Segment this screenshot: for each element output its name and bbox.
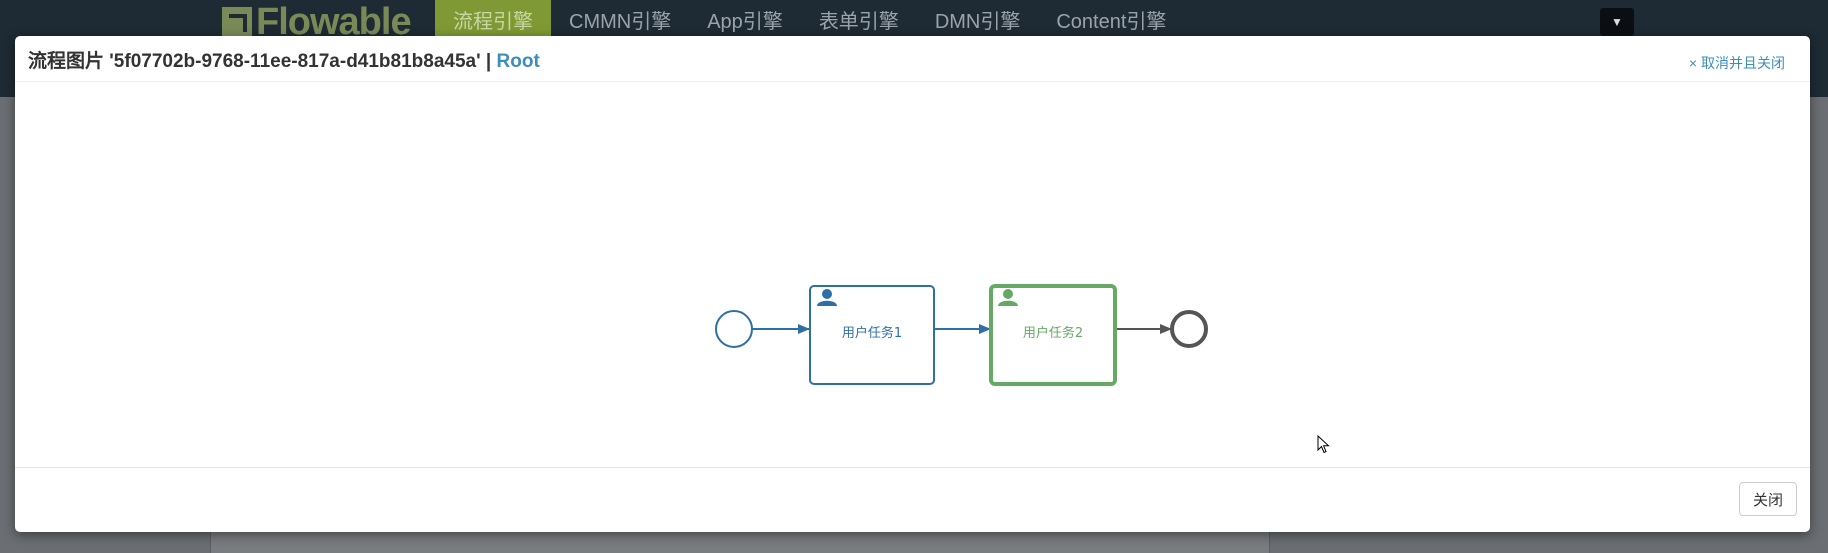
start-event[interactable] [715,310,753,348]
caret-down-icon: ▼ [1611,15,1623,29]
logo-mark-icon [222,7,252,37]
modal-footer: 关闭 [15,467,1810,533]
modal-title-text: 流程图片 '5f07702b-9768-11ee-817a-d41b81b8a4… [28,51,481,72]
cancel-and-close-link[interactable]: × 取消并且关闭 [1689,53,1785,73]
process-diagram-modal: 流程图片 '5f07702b-9768-11ee-817a-d41b81b8a4… [15,36,1810,532]
bpmn-diagram-svg: 用户任务1 用户任务2 [715,284,1208,386]
flowable-logo[interactable]: Flowable [222,1,412,43]
user-icon [817,289,837,306]
nav-item-form-engine[interactable]: 表单引擎 [818,11,899,33]
nav-item-cmmn-engine[interactable]: CMMN引擎 [569,11,672,33]
close-button[interactable]: 关闭 [1738,482,1797,516]
user-task-1[interactable]: 用户任务1 [809,285,935,385]
nav-item-content-engine[interactable]: Content引擎 [1056,11,1167,33]
end-event[interactable] [1170,310,1208,348]
nav-item-app-engine[interactable]: App引擎 [707,11,783,33]
user-dropdown-toggle[interactable]: ▼ [1600,8,1634,36]
user-icon [998,289,1018,306]
mouse-cursor-icon [1317,435,1330,454]
times-icon: × [1688,55,1697,71]
user-task-1-label: 用户任务1 [842,325,902,341]
process-diagram: 用户任务1 用户任务2 [15,82,1810,502]
user-task-2[interactable]: 用户任务2 [989,284,1117,386]
modal-title: 流程图片 '5f07702b-9768-11ee-817a-d41b81b8a4… [28,46,540,73]
nav-item-dmn-engine[interactable]: DMN引擎 [934,11,1021,33]
title-root-link[interactable]: Root [496,51,540,72]
modal-header: 流程图片 '5f07702b-9768-11ee-817a-d41b81b8a4… [15,36,1810,82]
cancel-and-close-label: 取消并且关闭 [1701,55,1785,71]
logo-text: Flowable [256,0,412,43]
user-task-2-label: 用户任务2 [1023,325,1083,341]
title-separator: | [485,51,492,72]
